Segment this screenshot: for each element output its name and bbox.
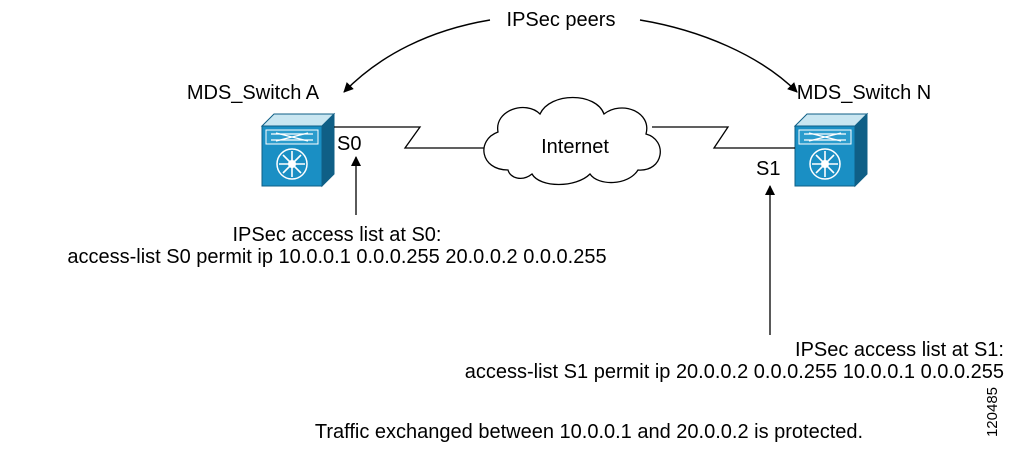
link-n: [652, 126, 795, 149]
switch-a-icon: [261, 113, 335, 187]
acl-s1-title: IPSec access list at S1:: [795, 339, 1004, 361]
peers-label: IPSec peers: [507, 9, 616, 31]
footer-note: Traffic exchanged between 10.0.0.1 and 2…: [315, 421, 863, 443]
acl-s1-rule: access-list S1 permit ip 20.0.0.2 0.0.0.…: [465, 361, 1004, 383]
port-s1-label: S1: [756, 158, 780, 180]
internet-cloud-icon: [483, 96, 661, 186]
acl-s0-title: IPSec access list at S0:: [233, 224, 442, 246]
port-s0-label: S0: [337, 133, 361, 155]
acl-s0-rule: access-list S0 permit ip 10.0.0.1 0.0.0.…: [67, 246, 606, 268]
link-a: [334, 126, 484, 149]
switch-n-icon: [794, 113, 868, 187]
peer-arrow-a: [343, 19, 491, 93]
switch-a-name: MDS_Switch A: [187, 82, 320, 104]
cloud-label: Internet: [541, 136, 609, 158]
switch-n-name: MDS_Switch N: [797, 82, 931, 104]
peer-arrow-n: [639, 19, 798, 93]
figure-id: 120485: [984, 387, 1001, 437]
